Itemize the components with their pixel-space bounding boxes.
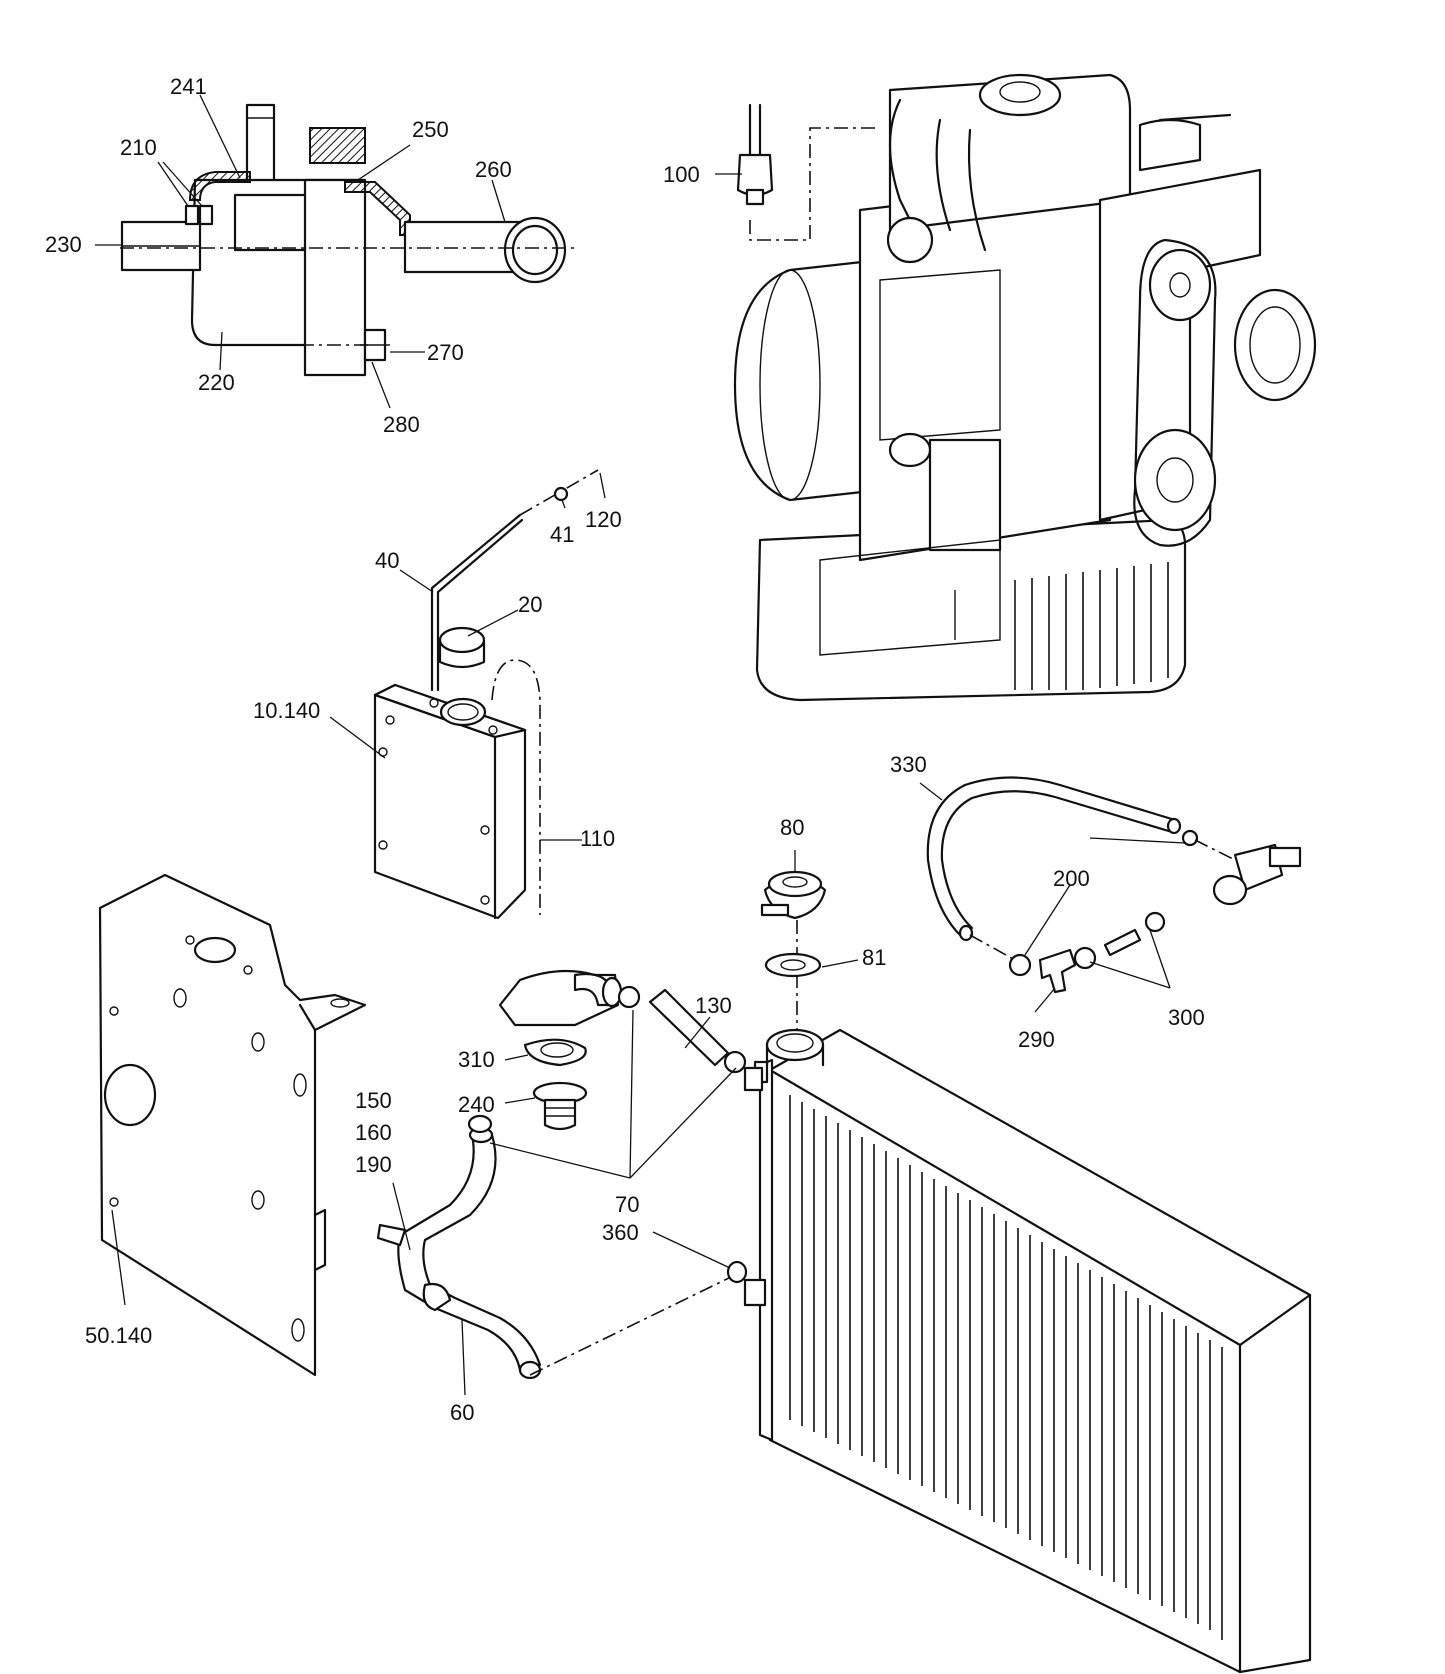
callout-300: 300 bbox=[1168, 1005, 1205, 1030]
callout-labels: 241 210 250 260 230 270 220 280 100 41 1… bbox=[45, 74, 1205, 1425]
leader-lines bbox=[95, 94, 1186, 1396]
callout-41: 41 bbox=[550, 522, 574, 547]
callout-270: 270 bbox=[427, 340, 464, 365]
callout-330: 330 bbox=[890, 752, 927, 777]
callout-81: 81 bbox=[862, 945, 886, 970]
callout-150: 150 bbox=[355, 1088, 392, 1113]
callout-130: 130 bbox=[695, 993, 732, 1018]
callout-200: 200 bbox=[1053, 866, 1090, 891]
callout-241: 241 bbox=[170, 74, 207, 99]
callout-290: 290 bbox=[1018, 1027, 1055, 1052]
callout-260: 260 bbox=[475, 157, 512, 182]
hose-130 bbox=[617, 985, 747, 1074]
callout-10-140: 10.140 bbox=[253, 698, 320, 723]
callout-60: 60 bbox=[450, 1400, 474, 1425]
callout-20: 20 bbox=[518, 592, 542, 617]
clamp-360 bbox=[726, 1260, 748, 1284]
callout-220: 220 bbox=[198, 370, 235, 395]
drain-hose-assembly bbox=[926, 776, 1302, 994]
callout-360: 360 bbox=[602, 1220, 639, 1245]
radiator-fins bbox=[789, 1095, 1223, 1640]
thermostat-housing-section bbox=[120, 103, 578, 377]
callout-70: 70 bbox=[615, 1192, 639, 1217]
radiator bbox=[743, 1028, 1312, 1674]
callout-280: 280 bbox=[383, 412, 420, 437]
callout-120: 120 bbox=[585, 507, 622, 532]
lower-hose-60 bbox=[376, 1114, 736, 1380]
callout-250: 250 bbox=[412, 117, 449, 142]
callout-310: 310 bbox=[458, 1047, 495, 1072]
callout-190: 190 bbox=[355, 1152, 392, 1177]
callout-50-140: 50.140 bbox=[85, 1323, 152, 1348]
radiator-cap bbox=[760, 870, 827, 1030]
engine-assembly bbox=[733, 73, 1317, 702]
callout-80: 80 bbox=[780, 815, 804, 840]
callout-40: 40 bbox=[375, 548, 399, 573]
callout-110: 110 bbox=[580, 826, 615, 851]
bracket-plate bbox=[98, 873, 367, 1377]
expansion-tank bbox=[373, 469, 599, 920]
callout-240: 240 bbox=[458, 1092, 495, 1117]
callout-210: 210 bbox=[120, 135, 157, 160]
callout-160: 160 bbox=[355, 1120, 392, 1145]
thermostat-cover bbox=[498, 969, 623, 1131]
callout-230: 230 bbox=[45, 232, 82, 257]
callout-100: 100 bbox=[663, 162, 700, 187]
